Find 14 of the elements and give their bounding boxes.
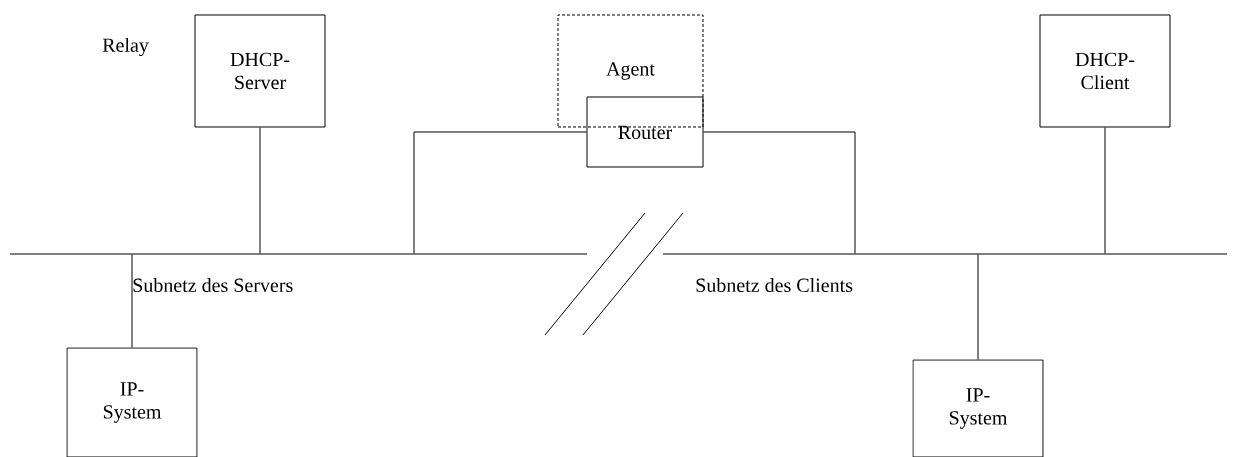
connection-line [703,131,856,254]
device-box: IP- System [66,347,198,457]
device-box: IP- System [912,359,1044,457]
connection-line [413,131,587,254]
connection-line [1104,127,1106,254]
connection-line [977,254,979,360]
network-label: Subnetz des Servers [133,277,293,292]
relay-label: Relay [102,37,149,57]
connection-line [259,127,261,254]
device-box: DHCP- Client [1039,14,1171,128]
device-box: DHCP- Server [194,14,326,128]
network-label: Subnetz des Clients [696,277,853,292]
connection-line [131,254,133,348]
device-box: Router [586,96,704,168]
